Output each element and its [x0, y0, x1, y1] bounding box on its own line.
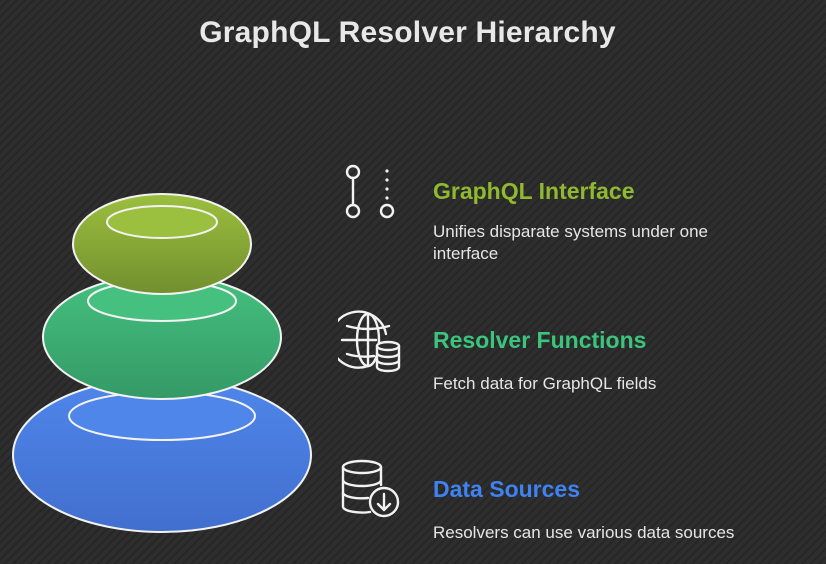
- tier-graphql-interface: [72, 193, 252, 295]
- page-title: GraphQL Resolver Hierarchy: [199, 16, 616, 49]
- level-heading-resolver-functions: Resolver Functions: [433, 327, 646, 354]
- level-heading-text: Resolver Functions: [433, 327, 647, 353]
- tier-resolver-functions: [42, 274, 282, 400]
- level-description-data-sources: Resolvers can use various data sources: [433, 523, 735, 542]
- level-heading-text: GraphQL Interface: [433, 178, 635, 204]
- level-heading-text: Data Sources: [433, 476, 581, 502]
- globe-database-icon: [329, 310, 402, 374]
- level-heading-data-sources: Data Sources: [433, 476, 580, 503]
- tier-data-sources: [12, 377, 312, 533]
- database-download-icon: [338, 458, 402, 522]
- level-heading-graphql-interface: GraphQL Interface: [433, 178, 635, 205]
- level-description-graphql-interface: Unifies disparate systems under one inte…: [433, 222, 708, 263]
- git-branch-icon: [338, 160, 402, 224]
- level-description-resolver-functions: Fetch data for GraphQL fields: [433, 374, 657, 393]
